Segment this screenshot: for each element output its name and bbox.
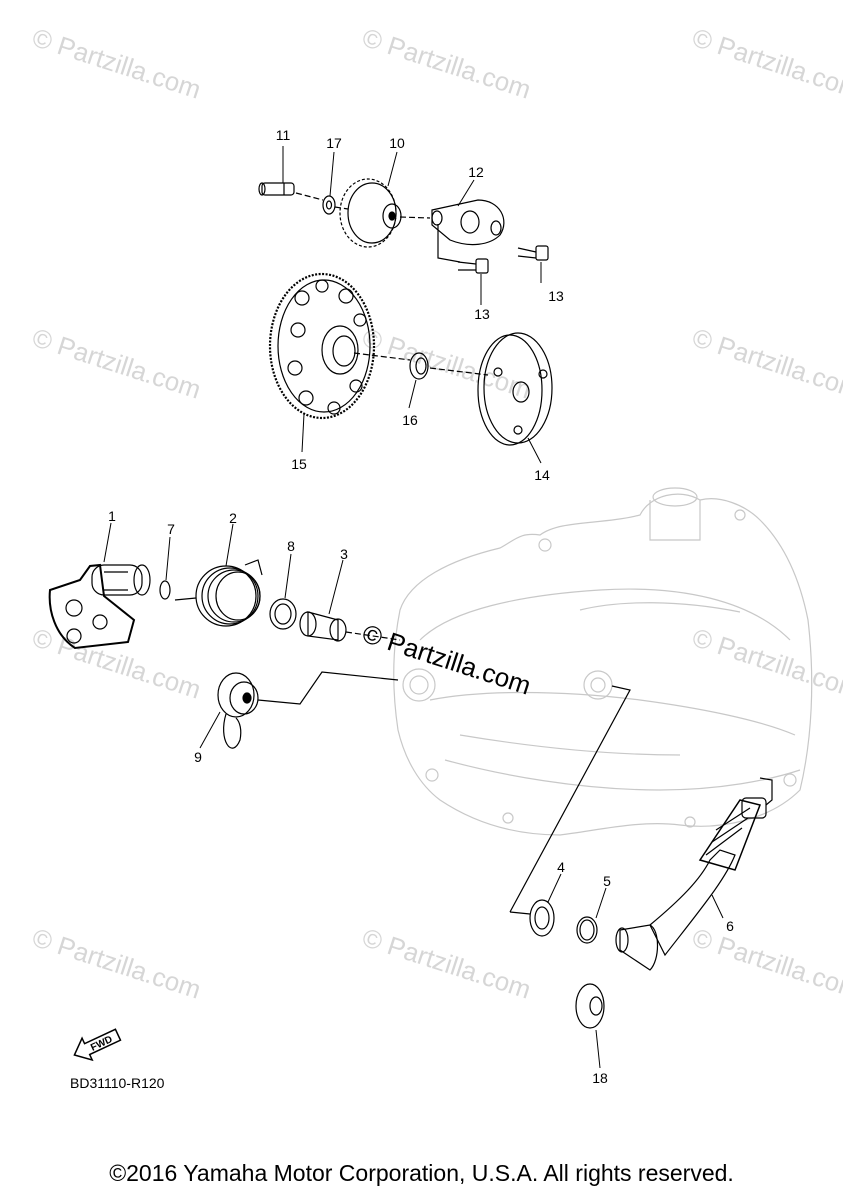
part-14-drum [477,332,553,446]
crankcase-cover [393,487,813,836]
part-4-oil-seal [529,899,555,937]
part-13-bolt-right [517,245,549,261]
callout-5: 5 [603,873,611,889]
part-11-pin [258,182,295,196]
part-5-circlip [576,916,598,944]
callout-16: 16 [402,412,418,428]
callout-11: 11 [275,127,291,143]
copyright-notice: ©2016 Yamaha Motor Corporation, U.S.A. A… [109,1160,734,1186]
part-13-bolt-left [457,258,489,274]
callout-15: 15 [291,456,307,472]
part-1-kick-gear [48,563,151,650]
callout-1: 1 [108,508,116,524]
callout-12: 12 [468,164,484,180]
callout-18: 18 [592,1070,608,1086]
part-15-large-gear [268,272,376,420]
callout-2: 2 [229,510,237,526]
callout-10: 10 [389,135,405,151]
fwd-label: FWD [89,1034,114,1054]
callout-6: 6 [726,918,734,934]
part-17-washer [322,195,336,215]
callout-8: 8 [287,538,295,554]
fwd-arrow-icon: FWD [68,1022,128,1071]
callout-13: 13 [474,306,490,322]
diagram-code: BD31110-R120 [70,1075,165,1091]
callout-13: 13 [548,288,564,304]
part-2-spring [174,559,263,627]
callout-4: 4 [557,859,565,875]
part-7-circlip [159,580,171,600]
callout-3: 3 [340,546,348,562]
part-18-washer [575,983,605,1029]
leader-lines [103,146,724,1069]
part-12-plate [431,199,505,246]
part-3-collar [299,611,347,642]
callout-9: 9 [194,749,202,765]
part-10-gear [339,178,402,248]
callout-17: 17 [326,135,342,151]
part-6-kick-lever [615,777,773,971]
callout-14: 14 [534,467,550,483]
part-16-ring [409,352,429,380]
part-9-kick-shaft [217,672,259,749]
part-8-washer [269,598,297,630]
callout-7: 7 [167,521,175,537]
